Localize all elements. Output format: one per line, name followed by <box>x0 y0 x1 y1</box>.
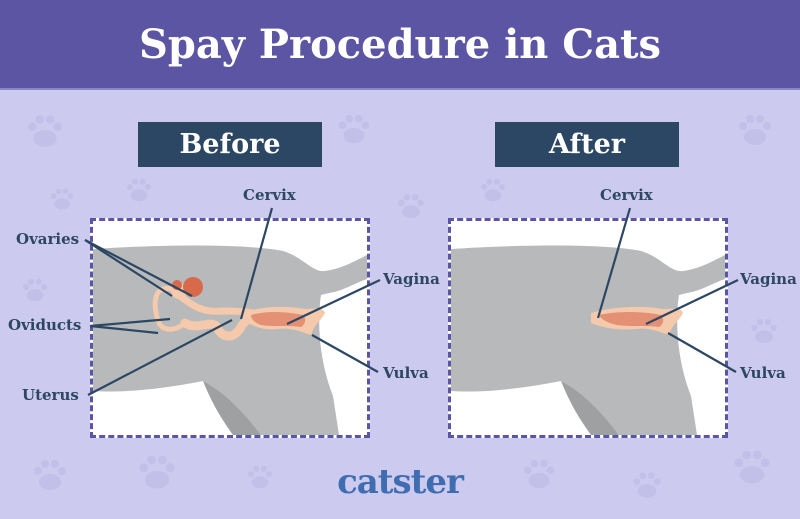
cat-body-illustration <box>93 245 367 435</box>
header-banner: Spay Procedure in Cats <box>0 0 800 90</box>
label-cervix-after: Cervix <box>600 186 653 204</box>
paw-print-icon <box>739 115 771 145</box>
paw-print-icon <box>23 278 47 302</box>
label-vulva-before: Vulva <box>383 364 429 382</box>
before-diagram-panel <box>90 218 370 438</box>
paw-print-icon <box>34 460 66 490</box>
paw-print-icon <box>398 194 424 218</box>
paw-print-icon <box>50 188 74 210</box>
page-title: Spay Procedure in Cats <box>138 20 662 68</box>
label-ovaries: Ovaries <box>16 230 80 248</box>
label-vulva-after: Vulva <box>740 364 786 382</box>
paw-print-icon <box>734 450 770 484</box>
label-uterus: Uterus <box>22 386 79 404</box>
paw-print-icon <box>633 472 661 498</box>
paw-print-icon <box>28 115 62 147</box>
before-badge: Before <box>138 122 322 167</box>
paw-print-icon <box>139 455 175 489</box>
paw-print-icon <box>127 178 151 202</box>
label-oviducts: Oviducts <box>8 316 82 334</box>
after-badge: After <box>495 122 679 167</box>
paw-print-icon <box>751 319 777 343</box>
catster-logo: catster <box>337 462 464 502</box>
cat-body-illustration <box>451 245 725 435</box>
paw-print-icon <box>338 114 370 144</box>
after-diagram-panel <box>448 218 728 438</box>
paw-print-icon <box>481 178 505 202</box>
label-vagina-after: Vagina <box>740 270 797 288</box>
paw-print-icon <box>523 459 555 489</box>
paw-print-icon <box>248 465 272 489</box>
label-cervix-before: Cervix <box>243 186 296 204</box>
label-vagina-before: Vagina <box>383 270 440 288</box>
